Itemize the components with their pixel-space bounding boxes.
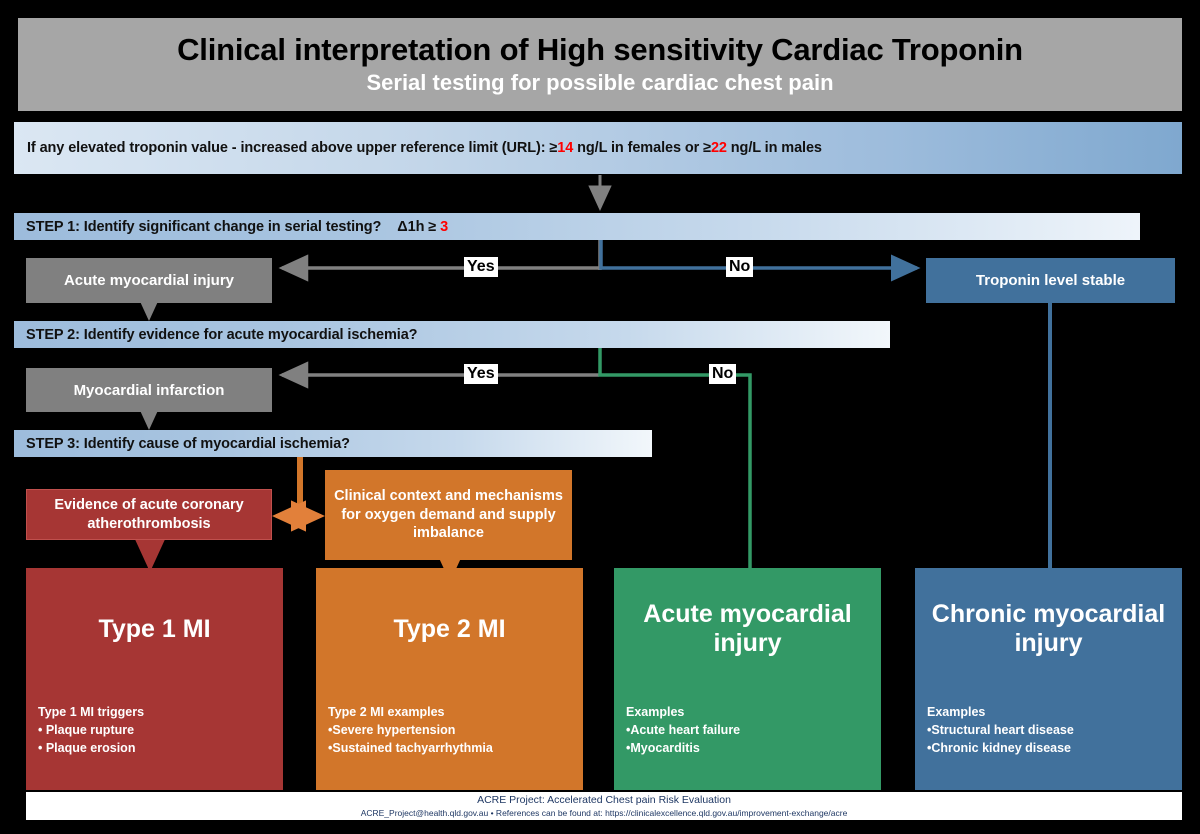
outcome-acute-myocardial-injury-title: Acute myocardial injury [643, 600, 852, 657]
outcome-type-1-mi-example-item: • Plaque erosion [38, 740, 136, 755]
result-troponin-level-stable-label: Troponin level stable [975, 272, 1126, 289]
result-acute-myocardial-injury-label: Acute myocardial injury [63, 272, 235, 289]
outcome-type-2-mi-title: Type 2 MI [393, 614, 506, 643]
branch-label-yes-step2: Yes [464, 364, 498, 384]
step-1-label: STEP 1: Identify significant change in s… [26, 218, 382, 235]
outcome-type-2-mi-examples-heading: Type 2 MI examples [328, 705, 445, 719]
outcome-chronic-examples-heading: Examples [927, 705, 986, 719]
result-acute-myocardial-injury: Acute myocardial injury [26, 258, 272, 303]
url-text-part1: If any elevated troponin value - increas… [27, 140, 558, 156]
header-banner: Clinical interpretation of High sensitiv… [18, 18, 1182, 111]
outcome-chronic-myocardial-injury-title: Chronic myocardial injury [931, 600, 1166, 657]
cause-evidence-label: Evidence of acute coronary atherothrombo… [54, 497, 244, 532]
outcome-type-2-mi: Type 2 MI Type 2 MI examples •Severe hyp… [316, 568, 583, 790]
outcome-chronic-myocardial-injury-examples: Examples •Structural heart disease •Chro… [915, 676, 1182, 790]
outcome-acute-example-item: •Myocarditis [626, 740, 700, 755]
page-subtitle: Serial testing for possible cardiac ches… [366, 70, 834, 96]
step-1-bar: STEP 1: Identify significant change in s… [14, 213, 1140, 240]
step-1-text: STEP 1: Identify significant change in s… [14, 219, 448, 235]
outcome-acute-example-item: •Acute heart failure [626, 722, 741, 737]
branch-label-yes-step1: Yes [464, 257, 498, 277]
cause-clinical-context: Clinical context and mechanisms for oxyg… [325, 470, 572, 560]
url-text-mid: ng/L in females or ≥ [573, 140, 711, 156]
branch-label-no-step2: No [709, 364, 737, 384]
cause-context-label: Clinical context and mechanisms for oxyg… [334, 487, 563, 542]
url-threshold-banner: If any elevated troponin value - increas… [14, 122, 1182, 174]
outcome-type-1-mi: Type 1 MI Type 1 MI triggers • Plaque ru… [26, 568, 283, 790]
outcome-acute-myocardial-injury: Acute myocardial injury Examples •Acute … [614, 568, 881, 790]
outcome-acute-examples-heading: Examples [626, 705, 685, 719]
outcome-chronic-myocardial-injury: Chronic myocardial injury Examples •Stru… [915, 568, 1182, 790]
outcome-type-1-mi-example-item: • Plaque rupture [38, 722, 135, 737]
page-title: Clinical interpretation of High sensitiv… [177, 32, 1023, 68]
outcome-type-1-mi-title: Type 1 MI [98, 614, 211, 643]
outcome-type-2-mi-examples: Type 2 MI examples •Severe hypertension … [316, 676, 583, 790]
footer-banner: ACRE Project: Accelerated Chest pain Ris… [26, 792, 1182, 820]
step-3-label: STEP 3: Identify cause of myocardial isc… [26, 435, 350, 452]
outcome-chronic-example-item: •Structural heart disease [927, 722, 1074, 737]
outcome-type-2-mi-example-item: •Severe hypertension [328, 722, 456, 737]
arrow-step1-no [599, 240, 921, 282]
cause-evidence-atherothrombosis: Evidence of acute coronary atherothrombo… [26, 489, 272, 540]
footer-project-line: ACRE Project: Accelerated Chest pain Ris… [477, 794, 731, 807]
url-text-end: ng/L in males [726, 140, 822, 156]
outcome-acute-myocardial-injury-examples: Examples •Acute heart failure •Myocardit… [614, 676, 881, 790]
step-2-label: STEP 2: Identify evidence for acute myoc… [26, 326, 418, 343]
url-value-male: 22 [710, 140, 727, 156]
branch-label-no-step1: No [726, 257, 754, 277]
url-value-female: 14 [557, 140, 574, 156]
outcome-type-2-mi-example-item: •Sustained tachyarrhythmia [328, 740, 493, 755]
outcome-type-1-mi-examples-heading: Type 1 MI triggers [38, 705, 145, 719]
url-threshold-text: If any elevated troponin value - increas… [14, 140, 822, 156]
step-2-bar: STEP 2: Identify evidence for acute myoc… [14, 321, 890, 348]
result-myocardial-infarction-label: Myocardial infarction [73, 381, 225, 399]
outcome-type-1-mi-examples: Type 1 MI triggers • Plaque rupture • Pl… [26, 676, 283, 790]
result-myocardial-infarction: Myocardial infarction [26, 368, 272, 412]
result-troponin-level-stable: Troponin level stable [926, 258, 1175, 303]
outcome-chronic-example-item: •Chronic kidney disease [927, 740, 1072, 755]
step-3-bar: STEP 3: Identify cause of myocardial isc… [14, 430, 652, 457]
step-1-delta-value: 3 [440, 218, 449, 235]
footer-contact-line: ACRE_Project@health.qld.gov.au • Referen… [360, 807, 848, 818]
step-1-delta: Δ1h ≥ [397, 218, 437, 235]
